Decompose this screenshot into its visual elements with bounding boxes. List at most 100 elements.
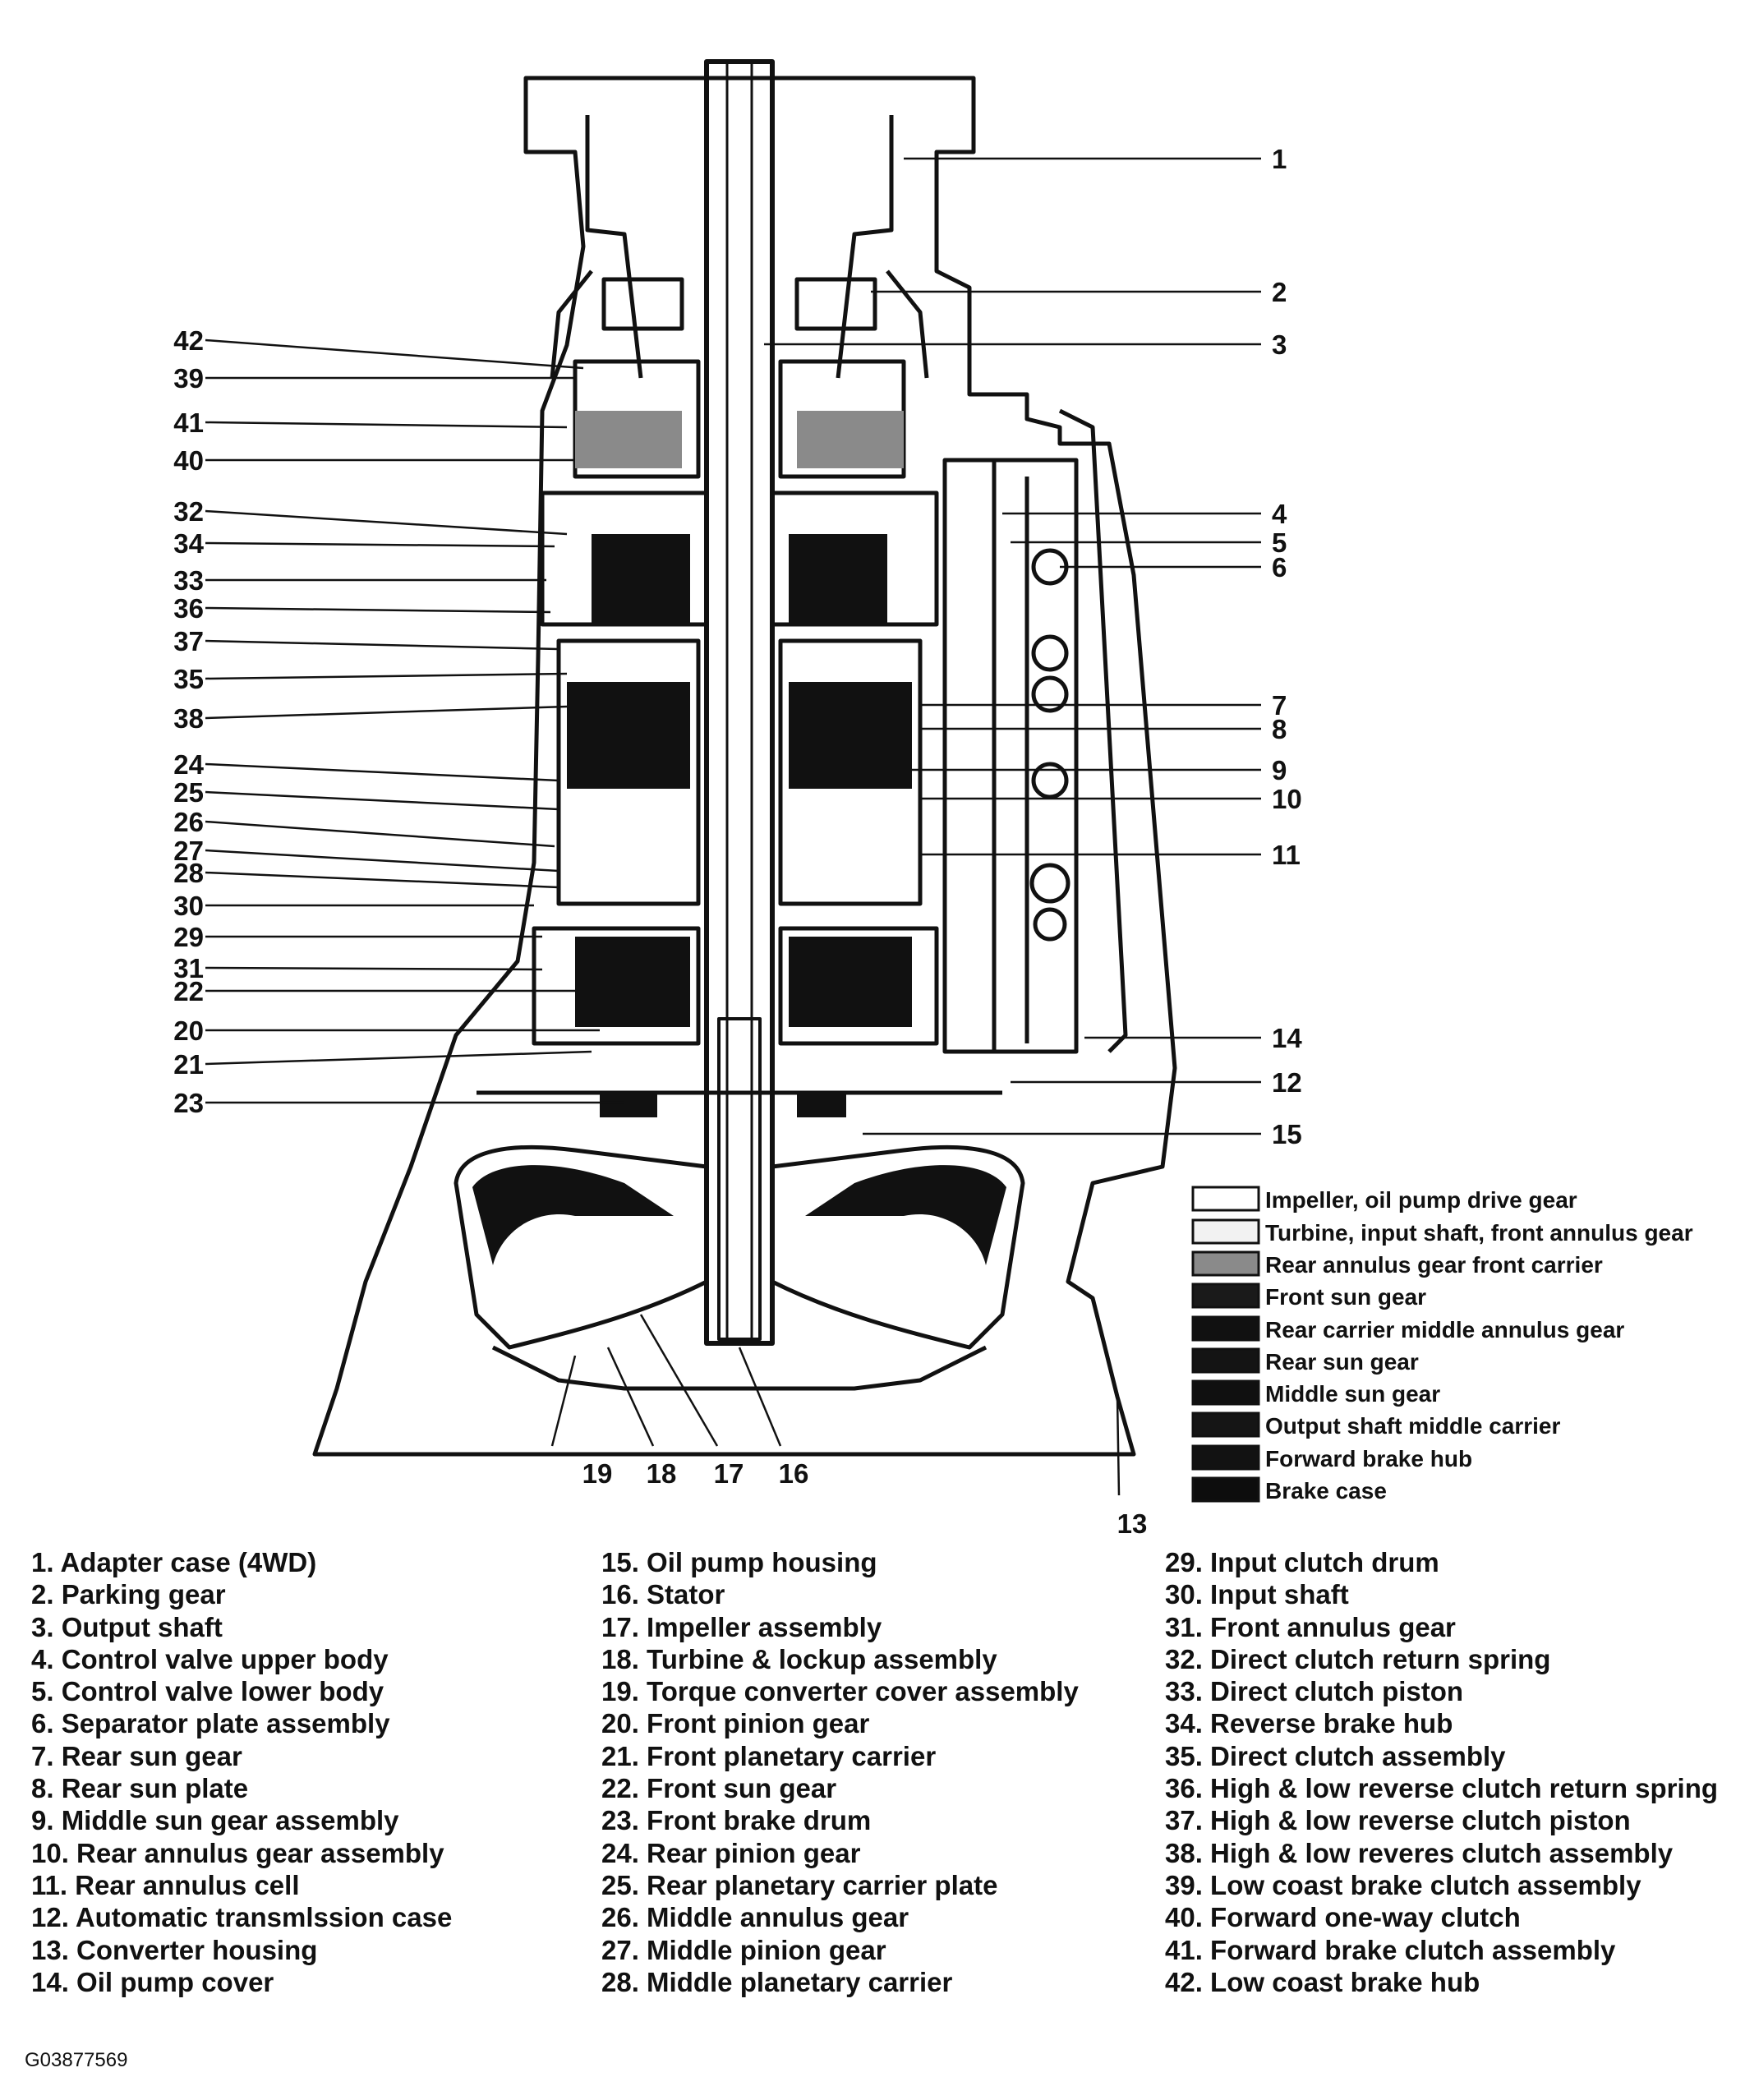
part-item: 35. Direct clutch assembly [1165,1740,1506,1771]
callout-31: 31 [173,953,204,983]
callout-37: 37 [173,626,204,656]
callout-9: 9 [1272,755,1287,785]
part-item: 14. Oil pump cover [31,1966,274,1997]
callout-6: 6 [1272,552,1287,583]
part-item: 31. Front annulus gear [1165,1611,1456,1642]
part-item: 23. Front brake drum [601,1805,872,1836]
part-item: 39. Low coast brake clutch assembly [1165,1869,1641,1900]
part-item: 41. Forward brake clutch assembly [1165,1934,1616,1965]
callout-34: 34 [173,528,204,559]
part-item: 8. Rear sun plate [31,1773,249,1804]
part-item: 24. Rear pinion gear [601,1837,861,1868]
legend-label-2: Rear annulus gear front carrier [1265,1252,1603,1278]
part-item: 9. Middle sun gear assembly [31,1805,399,1836]
callout-28: 28 [173,858,204,888]
part-item: 38. High & low reveres clutch assembly [1165,1837,1674,1868]
part-item: 10. Rear annulus gear assembly [31,1837,444,1868]
callout-21: 21 [173,1049,204,1080]
callout-3: 3 [1272,329,1287,360]
part-item: 15. Oil pump housing [601,1547,877,1577]
part-item: 16. Stator [601,1579,725,1610]
parts-list-col3: 29. Input clutch drum 30. Input shaft 31… [1165,1546,1718,1998]
callout-15: 15 [1272,1119,1302,1149]
part-item: 29. Input clutch drum [1165,1547,1439,1577]
part-item: 37. High & low reverse clutch piston [1165,1805,1631,1836]
part-item: 3. Output shaft [31,1611,223,1642]
part-item: 34. Reverse brake hub [1165,1708,1453,1739]
part-item: 19. Torque converter cover assembly [601,1676,1079,1707]
callout-39: 39 [173,363,204,394]
legend: Impeller, oil pump drive gear Turbine, i… [1191,1186,1693,1504]
callouts-right: 1 2 3 4 5 6 7 8 9 10 11 14 12 15 [1272,144,1302,1149]
callouts-bottom: 19 18 17 16 13 [582,1458,1148,1539]
part-item: 17. Impeller assembly [601,1611,882,1642]
callout-35: 35 [173,664,204,694]
part-item: 28. Middle planetary carrier [601,1966,953,1997]
callout-25: 25 [173,777,204,808]
part-item: 30. Input shaft [1165,1579,1349,1610]
callout-36: 36 [173,593,204,624]
part-item: 13. Converter housing [31,1934,318,1965]
part-item: 27. Middle pinion gear [601,1934,886,1965]
part-item: 18. Turbine & lockup assembly [601,1643,997,1674]
callout-12: 12 [1272,1067,1302,1098]
legend-swatch-8 [1191,1444,1260,1471]
legend-label-5: Rear sun gear [1265,1349,1419,1375]
parts-list-col2: 15. Oil pump housing 16. Stator 17. Impe… [601,1546,1079,1998]
part-item: 40. Forward one-way clutch [1165,1902,1521,1933]
callout-26: 26 [173,807,204,837]
part-item: 22. Front sun gear [601,1773,837,1804]
legend-swatch-1 [1191,1218,1260,1245]
callout-10: 10 [1272,784,1302,814]
part-item: 11. Rear annulus cell [31,1869,300,1900]
legend-label-4: Rear carrier middle annulus gear [1265,1317,1624,1342]
callout-13: 13 [1117,1508,1148,1539]
callout-7: 7 [1272,690,1287,721]
part-item: 42. Low coast brake hub [1165,1966,1480,1997]
callout-23: 23 [173,1088,204,1118]
callout-38: 38 [173,703,204,734]
legend-label-7: Output shaft middle carrier [1265,1413,1560,1439]
figure-code: G03877569 [25,2049,128,2071]
callout-20: 20 [173,1015,204,1046]
legend-swatch-2 [1191,1250,1260,1277]
callout-1: 1 [1272,144,1287,174]
filled-components [472,534,1006,1265]
callout-27: 27 [173,836,204,866]
transmission-drawing [312,59,1177,1457]
callout-14: 14 [1272,1023,1302,1053]
legend-swatch-9 [1191,1476,1260,1503]
callouts-left: 42 39 41 40 32 34 33 36 37 35 38 24 25 2… [173,325,204,1118]
legend-swatch-7 [1191,1412,1260,1438]
callout-24: 24 [173,749,204,780]
callout-11: 11 [1272,840,1301,870]
legend-swatch-5 [1191,1347,1260,1374]
callout-17: 17 [714,1458,744,1489]
callout-8: 8 [1272,714,1287,744]
part-item: 7. Rear sun gear [31,1740,242,1771]
legend-swatch-3 [1191,1283,1260,1309]
part-item: 6. Separator plate assembly [31,1708,390,1739]
legend-label-1: Turbine, input shaft, front annulus gear [1265,1220,1693,1246]
legend-label-0: Impeller, oil pump drive gear [1265,1187,1577,1213]
callout-42: 42 [173,325,204,356]
legend-label-6: Middle sun gear [1265,1381,1440,1407]
callout-29: 29 [173,922,204,952]
part-item: 1. Adapter case (4WD) [31,1547,317,1577]
part-item: 25. Rear planetary carrier plate [601,1869,998,1900]
legend-label-3: Front sun gear [1265,1284,1426,1310]
callout-2: 2 [1272,277,1287,307]
callout-30: 30 [173,891,204,921]
part-item: 36. High & low reverse clutch return spr… [1165,1773,1719,1804]
callout-32: 32 [173,496,204,527]
grey-components [575,411,904,468]
callout-4: 4 [1272,499,1287,529]
callout-33: 33 [173,565,204,596]
part-item: 20. Front pinion gear [601,1708,870,1739]
legend-swatch-6 [1191,1379,1260,1406]
part-item: 2. Parking gear [31,1579,226,1610]
part-item: 5. Control valve lower body [31,1676,384,1707]
callout-18: 18 [647,1458,677,1489]
part-item: 4. Control valve upper body [31,1643,389,1674]
